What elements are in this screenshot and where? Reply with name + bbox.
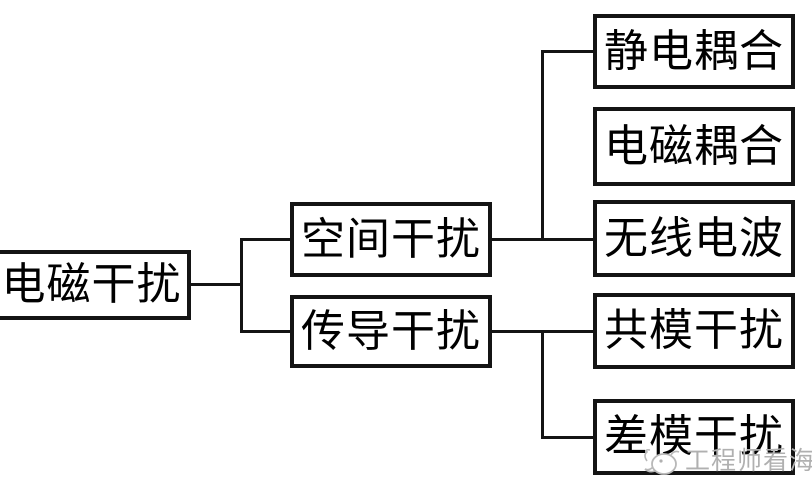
node-radio-wave: 无线电波: [593, 200, 795, 277]
node-electrostatic-coupling: 静电耦合: [593, 14, 795, 89]
whale-icon: [644, 448, 680, 475]
node-differential-mode: 差模干扰: [593, 399, 795, 475]
watermark-text: 工程师看海: [685, 448, 812, 475]
node-conducted-interference: 传导干扰: [290, 295, 492, 368]
node-electrostatic-label: 静电耦合: [604, 26, 784, 76]
connector-conducted-vertical: [541, 330, 544, 439]
watermark: 工程师看海: [641, 441, 812, 477]
connector-spatial-vertical: [541, 50, 544, 241]
node-electromagnetic-label: 电磁耦合: [604, 121, 784, 171]
node-common-mode-label: 共模干扰: [604, 306, 784, 355]
node-root-label: 电磁干扰: [1, 260, 182, 309]
connector-to-spatial: [240, 238, 290, 241]
connector-to-conducted: [240, 330, 290, 333]
node-radio-label: 无线电波: [604, 213, 784, 263]
node-root-emi: 电磁干扰: [0, 250, 191, 320]
node-spatial-label: 空间干扰: [301, 214, 481, 264]
connector-to-differential: [541, 436, 593, 439]
node-common-mode: 共模干扰: [593, 293, 795, 369]
node-spatial-interference: 空间干扰: [290, 202, 492, 277]
node-conducted-label: 传导干扰: [301, 306, 481, 356]
node-differential-mode-label: 差模干扰: [604, 412, 784, 461]
connector-branch-vertical: [240, 238, 243, 333]
node-electromagnetic-coupling: 电磁耦合: [593, 107, 795, 186]
connector-to-electrostatic: [541, 50, 593, 53]
connector-root-to-branch: [191, 283, 242, 286]
